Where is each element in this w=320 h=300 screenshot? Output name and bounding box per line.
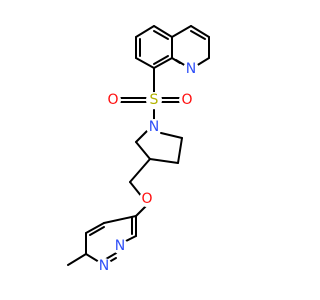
sulfur-label: S [150,92,159,108]
nitrogen-label: N [99,258,109,274]
ether-oxygen: O [139,191,155,207]
molecule-structure: S O O N N O N N [67,25,210,274]
nitrogen-label: N [186,61,196,77]
pyridazine-nitrogen-1: N [112,238,128,254]
pyridazine-ring [85,215,137,266]
oxygen-label: O [181,92,192,108]
pyrrolidine-nitrogen: N [146,119,162,135]
sulfonyl-bonds [119,67,181,121]
sulfonyl-oxygen-left: O [105,92,121,108]
quinoline-benzo-ring [135,25,173,69]
quinoline-nitrogen: N [183,61,199,77]
oxygen-label: O [141,191,152,207]
quinoline-pyridine-ring [171,25,210,67]
sulfur-atom: S [146,92,162,108]
methyl-bond [67,253,87,266]
atom-labels: S O O N N O N N [96,61,199,274]
nitrogen-label: N [115,238,125,254]
methylene-ether-linker [129,158,151,217]
sulfonyl-oxygen-right: O [179,92,195,108]
pyrrolidine-ring [135,130,183,164]
nitrogen-label: N [149,119,159,135]
pyridazine-nitrogen-2: N [96,258,112,274]
oxygen-label: O [107,92,118,108]
